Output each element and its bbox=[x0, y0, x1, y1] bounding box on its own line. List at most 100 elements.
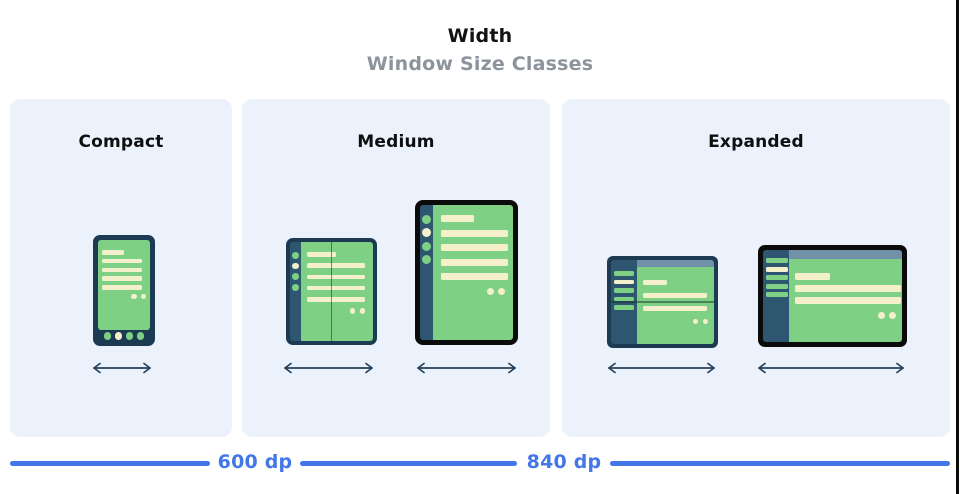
right-edge-border bbox=[956, 0, 959, 494]
panel-medium-title: Medium bbox=[357, 132, 435, 152]
sidebar-item-bar bbox=[766, 292, 788, 298]
nav-rail bbox=[290, 242, 301, 341]
panel-expanded-title: Expanded bbox=[708, 132, 804, 152]
skeleton-text-bar bbox=[643, 305, 707, 311]
panel-compact: Compact bbox=[10, 99, 232, 437]
foldable-screen bbox=[301, 242, 373, 341]
app-top-bar bbox=[637, 260, 714, 267]
ruler-line-segment bbox=[300, 461, 517, 466]
skeleton-dot-row bbox=[307, 308, 373, 314]
skeleton-text-bar bbox=[307, 274, 365, 280]
skeleton-text-bar bbox=[795, 297, 901, 304]
phone-navbar bbox=[98, 330, 150, 342]
sidebar bbox=[763, 250, 789, 342]
width-arrow-icon bbox=[417, 362, 516, 374]
page-title: Width bbox=[447, 25, 513, 47]
skeleton-dot bbox=[487, 288, 494, 295]
phone-illustration bbox=[93, 235, 155, 346]
skeleton-dot bbox=[498, 288, 505, 295]
rail-dot bbox=[292, 273, 299, 280]
skeleton-dot bbox=[878, 311, 885, 319]
content-area bbox=[637, 267, 714, 344]
width-arrow-icon bbox=[608, 362, 715, 374]
skeleton-dot bbox=[140, 293, 146, 300]
rail-dot bbox=[292, 252, 299, 259]
skeleton-dot bbox=[131, 293, 137, 300]
skeleton-dot-row bbox=[441, 288, 513, 295]
skeleton-text-block bbox=[433, 205, 513, 295]
fold-crease bbox=[330, 240, 333, 343]
nav-dot bbox=[114, 332, 123, 340]
skeleton-text-block bbox=[301, 242, 373, 314]
sidebar-item-bar bbox=[766, 266, 788, 272]
rail-dot bbox=[292, 284, 299, 291]
panel-expanded: Expanded bbox=[562, 99, 950, 437]
skeleton-text-block bbox=[637, 267, 714, 325]
nav-dot bbox=[103, 332, 112, 340]
panel-medium: Medium bbox=[242, 99, 550, 437]
skeleton-text-bar bbox=[307, 252, 336, 257]
fold-crease bbox=[610, 301, 715, 303]
skeleton-text-bar bbox=[102, 258, 142, 264]
sidebar-item-bar bbox=[766, 275, 788, 281]
skeleton-text-bar bbox=[441, 215, 474, 222]
width-arrow-icon bbox=[93, 362, 151, 374]
skeleton-text-bar bbox=[795, 285, 901, 292]
skeleton-text-bar bbox=[307, 285, 365, 291]
skeleton-text-bar bbox=[441, 273, 508, 280]
skeleton-text-bar bbox=[643, 292, 707, 298]
content-area bbox=[789, 259, 902, 342]
nav-dot bbox=[125, 332, 134, 340]
tablet-landscape-illustration bbox=[758, 245, 907, 347]
skeleton-dot-row bbox=[795, 311, 902, 319]
tablet-portrait-illustration bbox=[415, 200, 518, 345]
sidebar-item-bar bbox=[766, 258, 788, 263]
width-arrow-icon bbox=[758, 362, 904, 374]
sidebar-item-bar bbox=[614, 305, 634, 310]
panel-compact-title: Compact bbox=[78, 132, 164, 152]
skeleton-dot bbox=[703, 319, 708, 325]
breakpoint-600dp-label: 600 dp bbox=[217, 451, 293, 473]
rail-dot bbox=[422, 241, 431, 251]
skeleton-dot-row bbox=[102, 293, 150, 300]
skeleton-text-bar bbox=[441, 258, 508, 266]
skeleton-dot bbox=[889, 311, 896, 319]
skeleton-text-bar bbox=[102, 276, 142, 281]
rail-dot bbox=[422, 215, 431, 224]
skeleton-text-bar bbox=[307, 297, 365, 302]
foldable-landscape-illustration bbox=[607, 256, 718, 348]
nav-dot bbox=[136, 332, 145, 340]
app-top-bar bbox=[789, 250, 902, 259]
skeleton-text-bar bbox=[307, 263, 365, 268]
skeleton-text-bar bbox=[102, 267, 142, 273]
skeleton-text-bar bbox=[795, 273, 830, 280]
skeleton-dot bbox=[359, 308, 365, 314]
sidebar-item-bar bbox=[766, 283, 788, 289]
ruler-line-segment bbox=[610, 461, 950, 466]
skeleton-text-bar bbox=[643, 280, 667, 285]
rail-dot bbox=[422, 254, 431, 264]
page-subtitle: Window Size Classes bbox=[366, 53, 594, 75]
breakpoint-840dp-label: 840 dp bbox=[526, 451, 602, 473]
width-arrow-icon bbox=[284, 362, 373, 374]
sidebar-item-bar bbox=[614, 279, 634, 285]
skeleton-dot-row bbox=[643, 319, 714, 325]
sidebar-item-bar bbox=[614, 271, 634, 276]
sidebar-item-bar bbox=[614, 296, 634, 302]
sidebar-item-bar bbox=[614, 288, 634, 293]
skeleton-text-block bbox=[98, 240, 150, 300]
skeleton-text-bar bbox=[441, 229, 508, 237]
skeleton-text-bar bbox=[102, 285, 142, 290]
nav-rail bbox=[420, 205, 433, 340]
skeleton-text-block bbox=[789, 259, 902, 319]
skeleton-text-bar bbox=[102, 250, 124, 255]
tablet-screen bbox=[433, 205, 513, 340]
rail-dot bbox=[292, 262, 299, 270]
foldable-illustration bbox=[286, 238, 377, 345]
phone-screen bbox=[98, 240, 150, 330]
skeleton-dot bbox=[693, 319, 698, 325]
skeleton-text-bar bbox=[441, 244, 508, 251]
ruler-line-segment bbox=[10, 461, 210, 466]
rail-dot bbox=[422, 228, 431, 238]
